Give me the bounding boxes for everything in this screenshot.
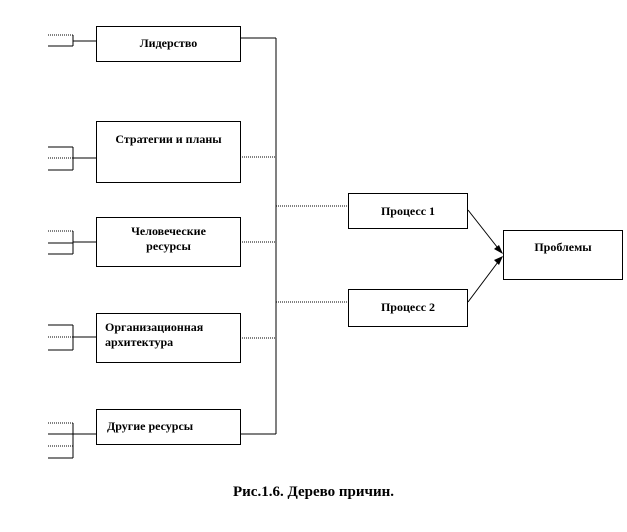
trunk-connectors [240, 37, 349, 435]
process-box-1: Процесс 1 [348, 193, 468, 229]
figure-caption: Рис.1.6. Дерево причин. [233, 484, 394, 500]
cause-box-other-resources: Другие ресурсы [96, 409, 241, 445]
bracket-leadership [48, 34, 96, 47]
result-label: Проблемы [534, 240, 592, 254]
cause-box-leadership: Лидерство [96, 26, 241, 62]
bracket-strategy [48, 146, 96, 171]
bracket-human-resources [48, 230, 96, 255]
bracket-org-architecture [48, 324, 96, 351]
process-box-2: Процесс 2 [348, 289, 468, 327]
cause-label: Человеческие ресурсы [131, 224, 206, 253]
process-label: Процесс 1 [380, 204, 436, 218]
cause-label: Другие ресурсы [107, 419, 194, 433]
cause-label: Лидерство [139, 36, 198, 50]
cause-box-org-architecture: Организационная архитектура [96, 313, 241, 363]
arrowheads [494, 245, 503, 265]
bracket-other-resources [48, 422, 96, 459]
arrows-to-result [467, 209, 502, 303]
cause-box-human-resources: Человеческие ресурсы [96, 217, 241, 267]
process-label: Процесс 2 [380, 300, 436, 314]
cause-box-strategy: Стратегии и планы [96, 121, 241, 183]
result-box-problems: Проблемы [503, 230, 623, 280]
cause-label: Стратегии и планы [115, 132, 222, 146]
cause-label: Организационная архитектура [105, 320, 204, 349]
